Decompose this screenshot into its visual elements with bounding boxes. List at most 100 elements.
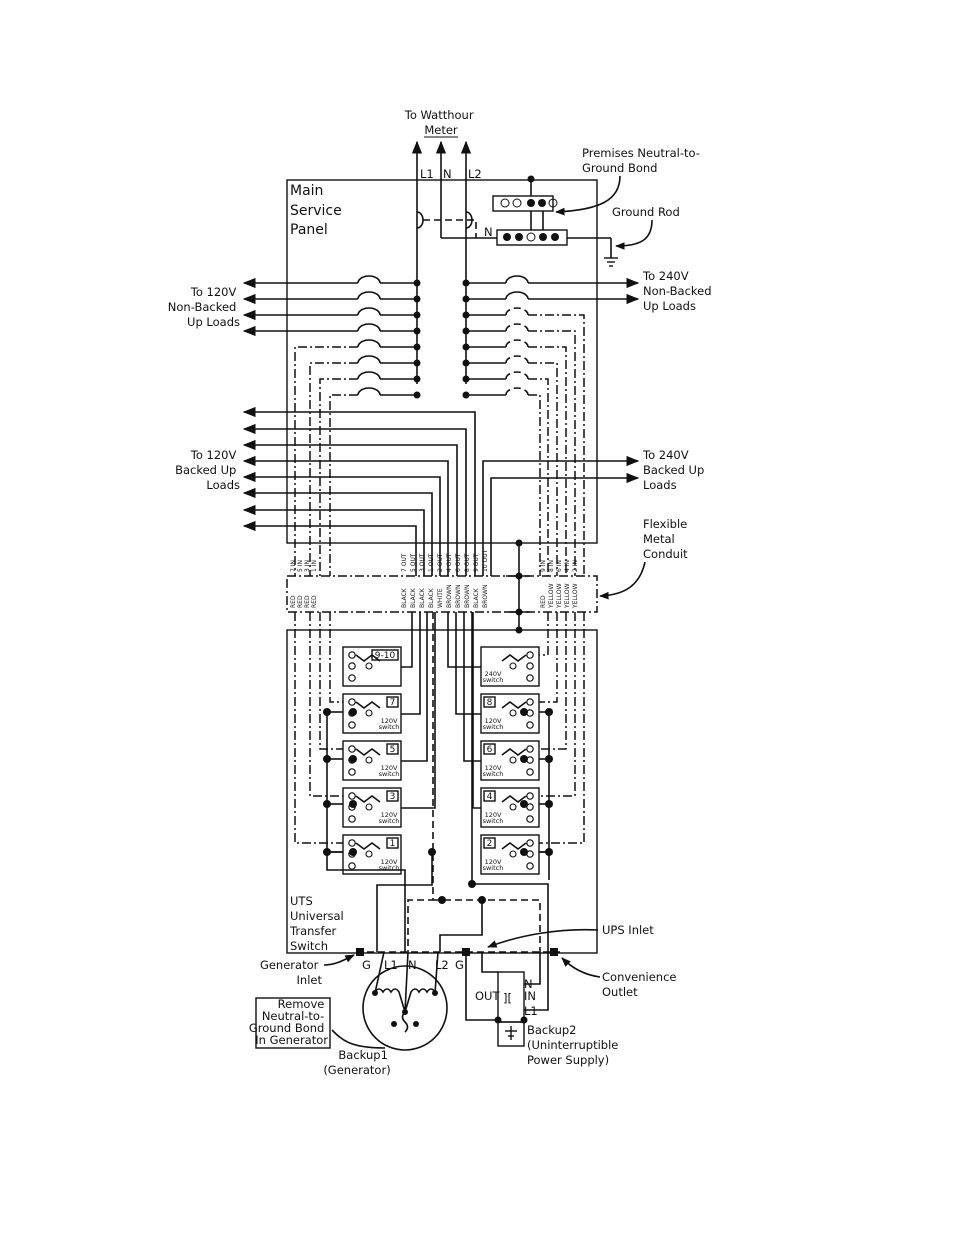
- backed-240-line: [482, 455, 640, 576]
- switch-output-left: [401, 612, 428, 762]
- neutral-dashed: [407, 612, 434, 952]
- switch-number: 7: [390, 698, 396, 708]
- backed-240-label: To 240V Backed Up Loads: [642, 448, 708, 492]
- switch-pivot: [509, 709, 517, 717]
- breaker-stack: [294, 275, 585, 576]
- l2-label: L2: [468, 167, 482, 181]
- switch-type: 120V: [485, 764, 502, 772]
- bus-dot: [545, 708, 553, 716]
- junction-dot: [428, 848, 436, 856]
- contact: [348, 815, 356, 823]
- uts-wiring: [294, 612, 585, 952]
- remove-bond-label: Remove Neutral-to- Ground Bond In Genera…: [249, 997, 328, 1047]
- contact: [348, 792, 356, 800]
- wire-label-color: BROWN: [464, 585, 471, 608]
- bus-dot-l1: [413, 327, 421, 335]
- bus-dot-l2: [462, 311, 470, 319]
- switch-number: 9-10: [375, 651, 396, 661]
- neutral-dashed: [433, 899, 541, 952]
- switch-blade: [355, 842, 381, 850]
- switch-pivot: [365, 662, 373, 670]
- wire-label-in: 7 IN: [290, 560, 297, 572]
- uts-label: UTS Universal Transfer Switch: [289, 894, 347, 953]
- wire-label-out: 6 OUT: [455, 553, 462, 572]
- bus-dot: [323, 708, 331, 716]
- contact: [348, 721, 356, 729]
- conv-outlet-label: Convenience Outlet: [602, 970, 680, 999]
- wire-label-out: 1 OUT: [428, 553, 435, 572]
- switch-type: switch: [379, 817, 400, 825]
- switch-number-box: [386, 743, 399, 755]
- breaker-left: [357, 275, 381, 284]
- breaker-left: [357, 307, 381, 316]
- breaker-left: [357, 291, 381, 300]
- wire-label-in: 5 IN: [297, 560, 304, 572]
- bus-dot: [323, 800, 331, 808]
- wire-label-color: BLACK: [410, 587, 417, 608]
- breaker-left: [357, 371, 381, 380]
- switch-output-left: [401, 612, 413, 668]
- nonbacked-120-label: To 120V Non-Backed Up Loads: [168, 285, 240, 329]
- backed-120-line: [242, 504, 425, 576]
- switch-input-right: [539, 612, 549, 656]
- switch-input-left: [294, 612, 343, 844]
- breaker-right: [505, 275, 529, 284]
- backed-240-line: [490, 472, 640, 576]
- junction-dot: [468, 880, 476, 888]
- switch-type: switch: [483, 817, 504, 825]
- ups-l1-label: L1: [524, 1004, 538, 1018]
- backed-120-label: To 120V Backed Up Loads: [175, 448, 240, 492]
- breaker-left: [357, 323, 381, 332]
- l1-label: L1: [420, 167, 434, 181]
- backed-120-line: [242, 423, 467, 576]
- backup1-label: Backup1 (Generator): [323, 1048, 391, 1077]
- backup-bus-right: [539, 712, 550, 853]
- wire-label-color: YELLOW: [572, 583, 579, 609]
- wire-label-color: WHITE: [437, 588, 444, 608]
- contact: [348, 698, 356, 706]
- breaker-right: [505, 339, 529, 348]
- bus-dot-l1: [413, 279, 421, 287]
- bus-dot: [545, 800, 553, 808]
- wire-label-color: BROWN: [455, 585, 462, 608]
- ups-terminal-g: G: [455, 958, 464, 972]
- wire-label-color: BROWN: [482, 585, 489, 608]
- switch-type: 120V: [485, 858, 502, 866]
- switch-input-left: [309, 612, 343, 797]
- contact: [526, 698, 534, 706]
- switch-blade: [355, 701, 381, 709]
- switch-type: 120V: [485, 811, 502, 819]
- switch-type: 120V: [381, 811, 398, 819]
- wire-label-color: BLACK: [428, 587, 435, 608]
- contact: [348, 651, 356, 659]
- switch-type: switch: [483, 864, 504, 872]
- breaker-left: [357, 387, 381, 396]
- contact: [526, 839, 534, 847]
- switch-pivot: [509, 803, 517, 811]
- backed-120-line: [242, 406, 476, 576]
- wire-label-in: 2 IN: [572, 560, 579, 572]
- switch-blade: [501, 842, 527, 850]
- transfer-switches: 9-107120Vswitch5120Vswitch3120Vswitch112…: [342, 646, 540, 875]
- switch-blade: [501, 748, 527, 756]
- switch-number-box: [386, 837, 399, 849]
- switch-pivot: [509, 662, 517, 670]
- switch-type: 240V: [485, 670, 502, 678]
- switch-number-box: [483, 837, 496, 849]
- switch-type: 120V: [485, 717, 502, 725]
- backed-120-line: [242, 487, 433, 576]
- breaker-right: [505, 291, 529, 300]
- switch-type: switch: [379, 770, 400, 778]
- feed-left: [319, 378, 358, 576]
- switch-input-right: [539, 612, 576, 797]
- feed-left: [329, 394, 358, 576]
- switch-output-left: [401, 612, 421, 715]
- switch-type: switch: [483, 676, 504, 684]
- gen-terminal-l2: L2: [435, 958, 449, 972]
- backup-bus-left: [326, 712, 343, 853]
- wire-label-color: YELLOW: [548, 583, 555, 609]
